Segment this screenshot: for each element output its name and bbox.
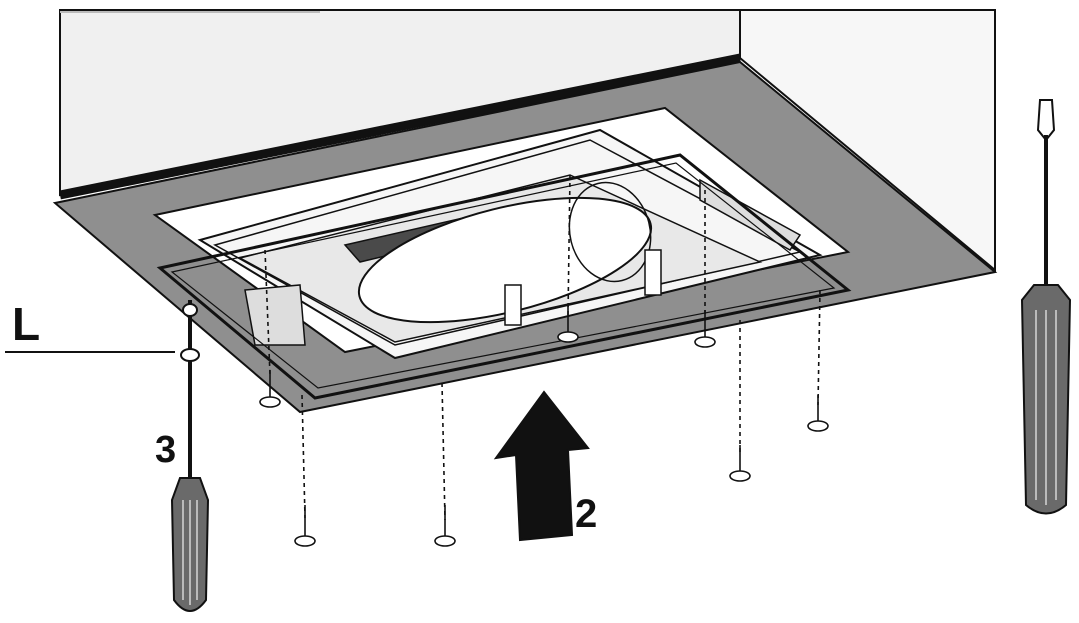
label-l-text: L <box>12 298 40 350</box>
screw-icon <box>807 395 829 432</box>
label-l: L <box>5 298 175 353</box>
label-2-text: 2 <box>575 492 597 536</box>
screwdriver-icon <box>1020 99 1072 515</box>
screw-icon <box>434 505 456 547</box>
wall-cabinet <box>59 9 996 273</box>
screw-icon <box>259 370 281 408</box>
arrow-up-icon <box>493 390 590 542</box>
hood-insert <box>197 128 823 360</box>
screw-icon <box>694 310 716 348</box>
label-3-text: 3 <box>155 429 176 471</box>
mounting-frame <box>156 153 852 400</box>
screw-icon <box>294 505 316 547</box>
screw-icon <box>729 445 751 482</box>
screw-icon <box>557 305 579 343</box>
screwdriver-icon <box>170 300 210 612</box>
screw-paths <box>264 174 821 521</box>
screws <box>259 305 829 547</box>
